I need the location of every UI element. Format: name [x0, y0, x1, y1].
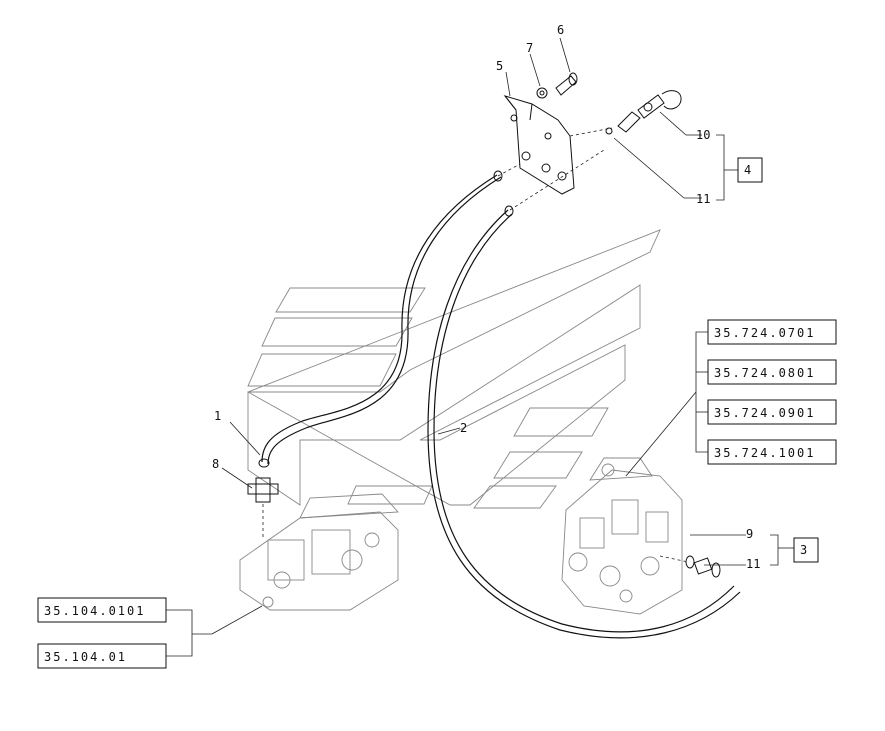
reference-4-label: 4 [744, 163, 751, 177]
callout-5: 5 [496, 59, 503, 73]
ref-35-724-1001[interactable]: 35.724.1001 [707, 439, 837, 465]
callout-11-top: 11 [696, 192, 710, 206]
svg-text:35.724.0701: 35.724.0701 [714, 326, 815, 340]
callout-9: 9 [746, 527, 753, 541]
ref-35-104-0101[interactable]: 35.104.0101 [37, 597, 167, 623]
tee-fitting [247, 477, 279, 540]
callout-1: 1 [214, 409, 221, 423]
reference-box-3[interactable]: 3 [793, 537, 819, 563]
svg-text:35.104.01: 35.104.01 [44, 650, 127, 664]
ref-35-724-0701[interactable]: 35.724.0701 [707, 319, 837, 345]
ref-35-104-01[interactable]: 35.104.01 [37, 643, 167, 669]
pump-reference-list: 35.104.0101 35.104.01 [37, 597, 167, 669]
assembly-lines [497, 127, 613, 211]
reference-box-4[interactable]: 4 [737, 157, 763, 183]
callout-2: 2 [460, 421, 467, 435]
leader-lines [166, 37, 794, 657]
top-fitting [605, 90, 682, 135]
svg-text:35.724.1001: 35.724.1001 [714, 446, 815, 460]
hoses [258, 170, 741, 639]
valve-fittings [659, 555, 721, 578]
reference-3-label: 3 [800, 543, 807, 557]
callout-7: 7 [526, 41, 533, 55]
mounting-bracket [503, 95, 575, 195]
callout-8: 8 [212, 457, 219, 471]
svg-text:35.104.0101: 35.104.0101 [44, 604, 145, 618]
valve-reference-list: 35.724.0701 35.724.0801 35.724.0901 35.7… [707, 319, 837, 465]
svg-text:35.724.0801: 35.724.0801 [714, 366, 815, 380]
ref-35-724-0801[interactable]: 35.724.0801 [707, 359, 837, 385]
callout-10: 10 [696, 128, 710, 142]
ref-35-724-0901[interactable]: 35.724.0901 [707, 399, 837, 425]
callout-numbers: 1 2 5 6 7 8 9 10 11 11 [212, 23, 760, 571]
background-logo [247, 229, 661, 509]
callout-6: 6 [557, 23, 564, 37]
svg-text:35.724.0901: 35.724.0901 [714, 406, 815, 420]
callout-11-valve: 11 [746, 557, 760, 571]
bolt-and-washer [536, 72, 578, 99]
control-valve [561, 457, 683, 615]
hydraulic-pump [239, 493, 399, 611]
